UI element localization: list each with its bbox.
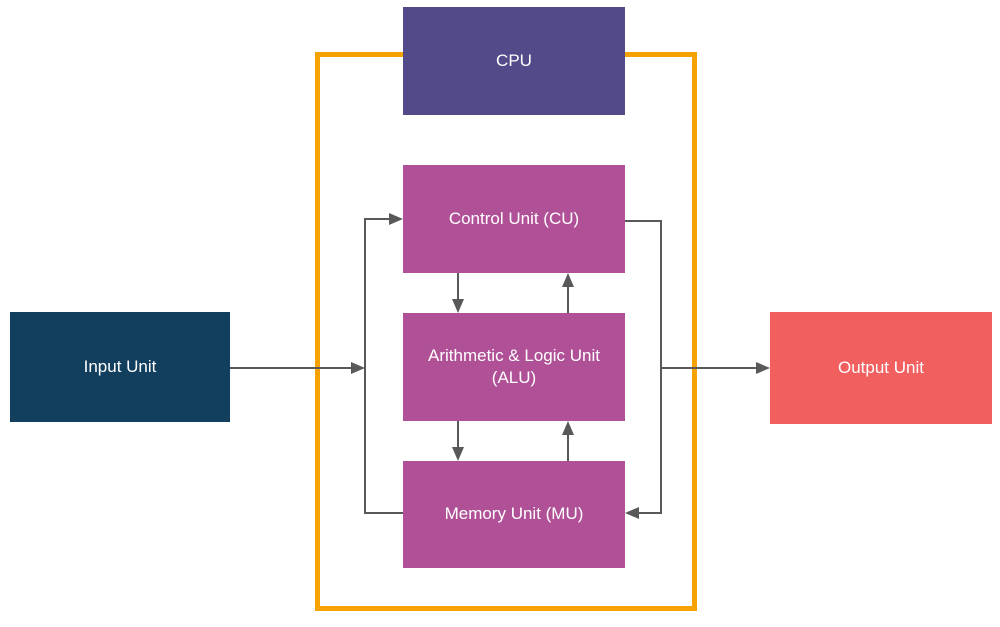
node-cpu: CPU xyxy=(403,7,625,115)
node-output-unit: Output Unit xyxy=(770,312,992,424)
node-input-unit-label: Input Unit xyxy=(83,356,157,376)
node-output-unit-label: Output Unit xyxy=(838,357,924,377)
node-cpu-label: CPU xyxy=(496,50,532,70)
node-memory-unit: Memory Unit (MU) xyxy=(403,461,625,568)
edge-leftbus-to-control-unit xyxy=(364,213,403,368)
node-input-unit: Input Unit xyxy=(10,312,230,422)
node-memory-unit-label: Memory Unit (MU) xyxy=(444,504,584,524)
node-control-unit-label: Control Unit (CU) xyxy=(448,208,580,228)
node-alu: Arithmetic & Logic Unit (ALU) xyxy=(403,313,625,421)
edge-memory-unit-to-leftbus xyxy=(364,368,403,514)
node-alu-label: Arithmetic & Logic Unit (ALU) xyxy=(428,345,600,387)
edge-control-unit-to-memory-unit xyxy=(625,220,662,519)
node-control-unit: Control Unit (CU) xyxy=(403,165,625,273)
